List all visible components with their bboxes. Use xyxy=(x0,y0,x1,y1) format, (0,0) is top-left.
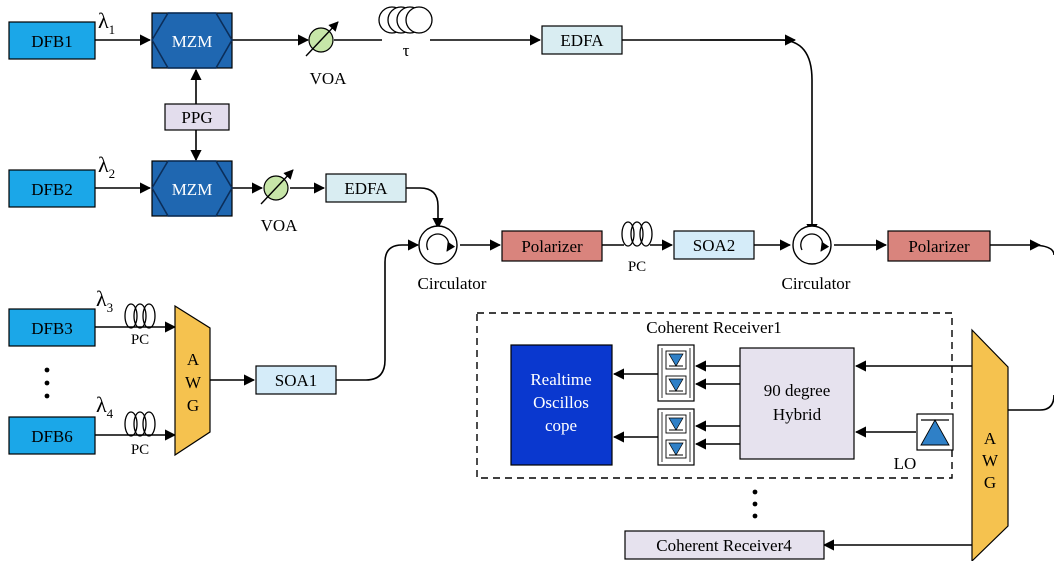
oscilloscope-line1: Realtime xyxy=(530,370,591,389)
hybrid-line1: 90 degree xyxy=(764,381,831,400)
edfa-mid-label: EDFA xyxy=(344,179,388,198)
ppg-label: PPG xyxy=(181,108,212,127)
lambda-3: λ3 xyxy=(96,286,113,315)
awg-left-letter-g: G xyxy=(187,396,199,415)
circulator-left-icon xyxy=(418,225,458,265)
awg-left: A W G xyxy=(174,304,211,457)
dfb1-label: DFB1 xyxy=(31,32,73,51)
edfa-top-label: EDFA xyxy=(560,31,604,50)
pc-dfb3-label: PC xyxy=(131,332,149,348)
polarizer-right-box: Polarizer xyxy=(887,230,991,262)
soa1-label: SOA1 xyxy=(275,371,318,390)
wire-out-edge xyxy=(1029,244,1054,256)
balanced-pd-upper-icon xyxy=(657,344,695,402)
mzm-top-label: MZM xyxy=(172,32,213,51)
lo-laser-icon xyxy=(916,413,954,451)
voa-top-icon xyxy=(305,21,339,57)
dfb3-box: DFB3 xyxy=(8,308,96,347)
oscilloscope-line3: cope xyxy=(545,416,577,435)
soa2-label: SOA2 xyxy=(693,236,736,255)
polarizer-left-box: Polarizer xyxy=(501,230,603,262)
fiber-spool-icon xyxy=(378,6,433,34)
edfa-top-box: EDFA xyxy=(541,25,623,55)
awg-left-letter-w: W xyxy=(185,373,202,392)
polarizer-left-label: Polarizer xyxy=(521,237,583,256)
oscilloscope-line2: Oscillos xyxy=(533,393,589,412)
circulator-left-label: Circulator xyxy=(418,274,487,293)
lambda-2: λ2 xyxy=(98,152,115,181)
circulator-right-icon xyxy=(792,225,832,265)
dfb2-label: DFB2 xyxy=(31,180,73,199)
lo-label: LO xyxy=(894,454,917,473)
wire-return-awg xyxy=(1008,394,1054,411)
pc-dfb6-label: PC xyxy=(131,442,149,458)
voa-bottom-icon xyxy=(260,169,294,205)
receiver4-box: Coherent Receiver4 xyxy=(624,530,825,560)
receiver-ellipsis xyxy=(752,489,758,519)
pc-mid-label: PC xyxy=(628,259,646,275)
pc-dfb6-icon xyxy=(124,411,156,437)
awg-right-letter-w: W xyxy=(982,451,999,470)
lambda-4: λ4 xyxy=(96,392,114,421)
dfb3-label: DFB3 xyxy=(31,319,73,338)
receiver1-label: Coherent Receiver1 xyxy=(646,318,781,337)
oscilloscope-box: Realtime Oscillos cope xyxy=(510,344,613,466)
awg-left-letter-a: A xyxy=(187,350,200,369)
soa1-box: SOA1 xyxy=(255,365,337,395)
pc-dfb3-icon xyxy=(124,303,156,329)
dfb1-box: DFB1 xyxy=(8,21,96,60)
ppg-box: PPG xyxy=(164,103,230,131)
mzm-bottom: MZM xyxy=(151,160,233,217)
soa2-box: SOA2 xyxy=(673,230,755,260)
receiver1-frame xyxy=(476,312,953,479)
dfb-ellipsis xyxy=(44,367,50,399)
balanced-pd-lower-icon xyxy=(657,408,695,466)
mzm-top: MZM xyxy=(151,12,233,69)
awg-right: A W G xyxy=(971,328,1009,561)
awg-right-letter-a: A xyxy=(984,429,997,448)
mzm-bottom-label: MZM xyxy=(172,180,213,199)
hybrid-line2: Hybrid xyxy=(773,405,822,424)
tau-label: τ xyxy=(403,41,410,60)
receiver4-label: Coherent Receiver4 xyxy=(656,536,792,555)
polarizer-right-label: Polarizer xyxy=(908,237,970,256)
lambda-1: λ1 xyxy=(98,8,115,37)
pc-mid-icon xyxy=(621,221,653,247)
wires xyxy=(95,34,1054,551)
wire-edfa-circulator-right xyxy=(622,39,818,236)
circulator-right-label: Circulator xyxy=(782,274,851,293)
dfb6-label: DFB6 xyxy=(31,427,73,446)
wire-soa1-circulator xyxy=(336,239,420,381)
voa-bottom-label: VOA xyxy=(261,216,299,235)
voa-top-label: VOA xyxy=(310,69,348,88)
edfa-mid-box: EDFA xyxy=(325,173,407,203)
wire-edfa-circulator-left xyxy=(406,187,444,230)
dfb6-box: DFB6 xyxy=(8,416,96,455)
awg-right-letter-g: G xyxy=(984,473,996,492)
hybrid-box: 90 degree Hybrid xyxy=(739,347,855,460)
dfb2-box: DFB2 xyxy=(8,169,96,208)
